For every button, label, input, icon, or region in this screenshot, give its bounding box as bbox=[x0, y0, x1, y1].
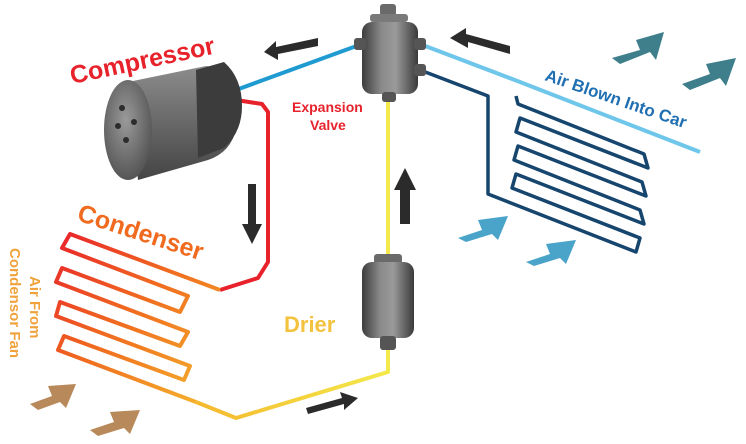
suction-line bbox=[235, 42, 363, 92]
flow-arrow-to-drier bbox=[306, 392, 358, 414]
flow-arrow-to-compressor bbox=[264, 38, 318, 60]
air-arrow-teal-2 bbox=[682, 58, 736, 90]
expansion-valve-label-line2: Valve bbox=[310, 117, 346, 133]
liquid-line-lower bbox=[195, 336, 390, 420]
evaporator-inlet-line bbox=[419, 42, 701, 154]
flow-arrow-from-evaporator bbox=[450, 28, 510, 54]
flow-arrow-down-condenser bbox=[242, 184, 262, 244]
air-arrows-warm bbox=[30, 384, 140, 436]
evaporator-coil-icon bbox=[419, 68, 650, 254]
flow-arrows bbox=[242, 28, 510, 414]
air-from-label-line1: Air From bbox=[26, 276, 43, 339]
expansion-valve-label-line1: Expansion bbox=[292, 99, 363, 115]
condenser-coil-icon bbox=[54, 232, 221, 404]
air-arrows-into-car bbox=[612, 32, 736, 90]
condenser-label: Condenser bbox=[74, 199, 207, 266]
expansion-valve-icon bbox=[354, 4, 426, 102]
air-from-label-line2: Condensor Fan bbox=[6, 248, 23, 358]
drier-icon bbox=[362, 254, 414, 350]
air-arrow-warm-2 bbox=[90, 410, 140, 436]
discharge-line bbox=[219, 98, 270, 292]
air-arrow-cool-1 bbox=[458, 216, 508, 242]
air-arrow-warm-1 bbox=[30, 384, 76, 410]
air-arrow-cool-2 bbox=[526, 240, 576, 266]
flow-arrow-up-valve bbox=[394, 168, 416, 224]
air-arrows-cool bbox=[458, 216, 576, 266]
drier-label: Drier bbox=[284, 312, 336, 337]
air-arrow-teal-1 bbox=[612, 32, 664, 64]
compressor-icon bbox=[104, 62, 242, 180]
